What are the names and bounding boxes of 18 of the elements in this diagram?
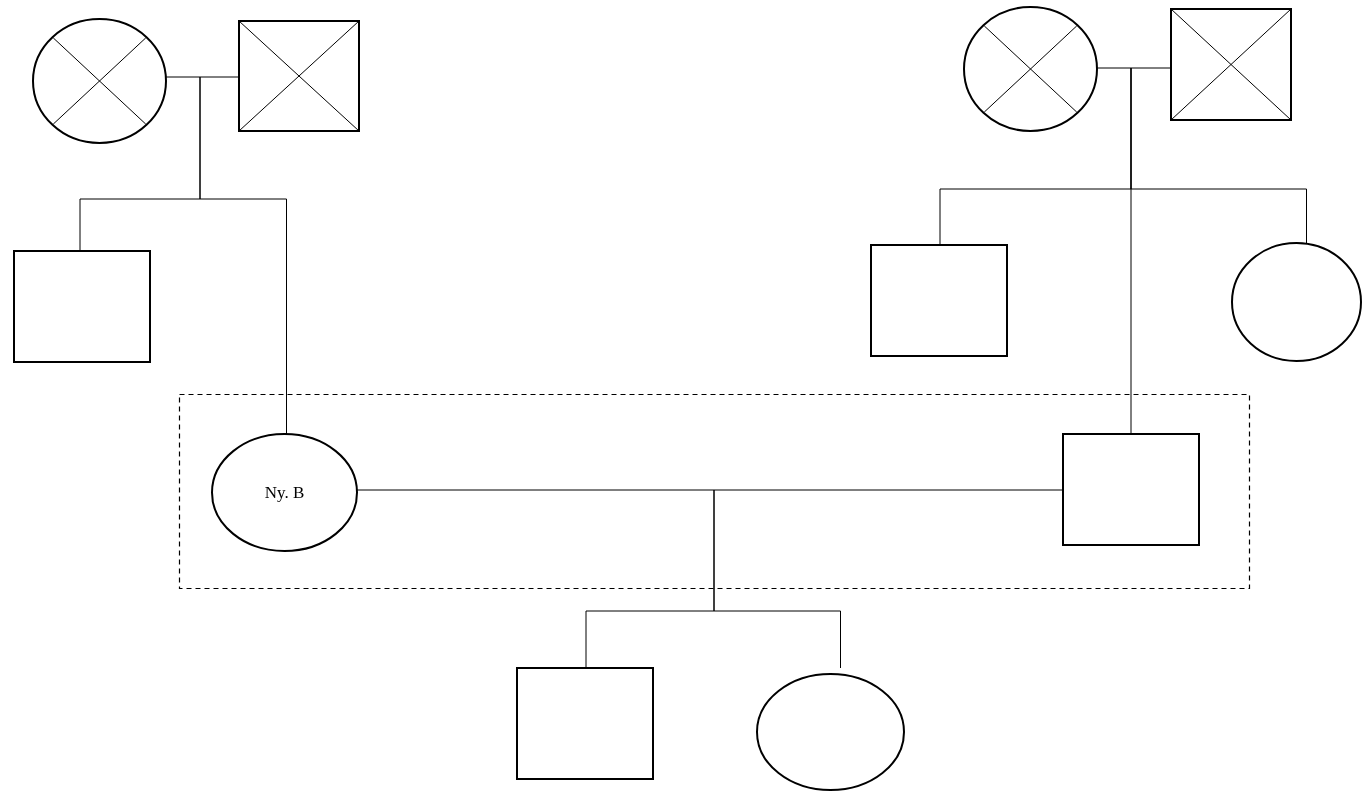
descent-line: [1130, 67, 1132, 435]
female-symbol: [211, 433, 358, 552]
descent-line: [199, 76, 287, 436]
male-symbol: [1062, 433, 1200, 546]
male-symbol: [13, 250, 151, 363]
partnership-line: [356, 489, 1064, 491]
male-symbol: [516, 667, 654, 780]
deceased-male-symbol: [238, 20, 360, 132]
partnership-line: [165, 76, 240, 78]
deceased-female-symbol: [32, 18, 167, 144]
deceased-female-symbol: [963, 6, 1098, 132]
deceased-male-symbol: [1170, 8, 1292, 121]
female-symbol: [1231, 242, 1362, 362]
person-name: Ny. B: [263, 482, 306, 503]
descent-line: [713, 489, 841, 669]
household-boundary: [179, 394, 1250, 589]
female-symbol: [756, 673, 905, 791]
male-symbol: [870, 244, 1008, 357]
